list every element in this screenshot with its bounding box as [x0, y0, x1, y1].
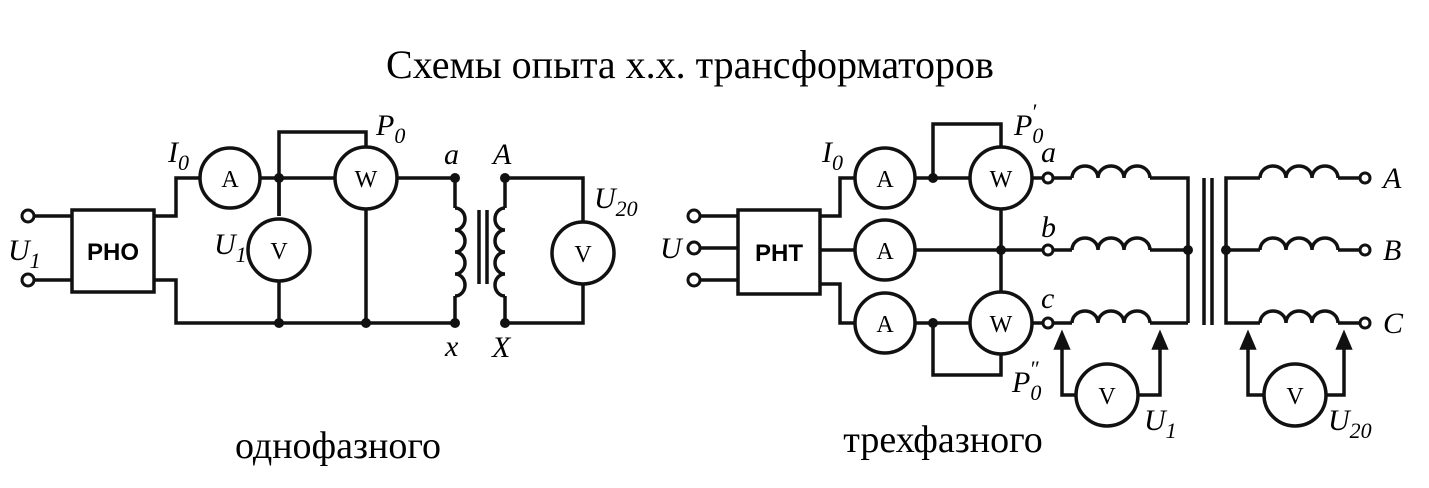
primary-winding-single [454, 206, 467, 298]
regulator-box-rnt [736, 208, 822, 296]
regulator-label: РНО [87, 239, 139, 266]
ammeter-symbol: A [876, 312, 894, 338]
input-terminal-bottom [20, 272, 36, 288]
input-terminal-3 [686, 272, 702, 288]
terminal-A-label: A [491, 138, 512, 171]
terminal-B-label-3ph: B [1383, 234, 1401, 267]
terminal-a-label-3ph: a [1041, 136, 1056, 169]
wattmeter-2-label: P0″ [1011, 356, 1041, 405]
voltmeter-secondary-label-3ph: U20 [1328, 404, 1372, 443]
input-voltage-label-3ph: U [660, 232, 684, 265]
diagram-title: Схемы опыта х.х. трансформаторов [386, 42, 994, 87]
voltmeter-primary-3ph [1074, 362, 1140, 428]
wattmeter-symbol: W [990, 312, 1013, 338]
input-terminal-1 [686, 208, 702, 224]
terminal-c-label-3ph: c [1041, 282, 1054, 315]
voltmeter-primary-label: U1 [214, 228, 247, 267]
voltmeter-secondary-3ph [1262, 362, 1328, 428]
single-phase-caption: однофазного [235, 425, 441, 467]
ammeter-single [198, 146, 262, 210]
primary-terminal-a [1041, 171, 1055, 185]
ammeter-symbol: A [221, 167, 239, 193]
voltmeter-primary-label-3ph: U1 [1144, 404, 1177, 443]
input-terminal-2 [686, 240, 702, 256]
current-label: I0 [167, 136, 189, 175]
wattmeter-symbol: W [355, 167, 378, 193]
terminal-a-label: a [444, 138, 459, 171]
regulator-box-rno [70, 208, 156, 294]
arrow-up-icon [1151, 329, 1169, 350]
voltmeter-symbol: V [574, 242, 592, 268]
secondary-winding-single [493, 206, 506, 298]
ammeter-symbol: A [876, 239, 894, 265]
regulator-label-3ph: РНТ [755, 240, 803, 267]
voltmeter-secondary-single [550, 220, 616, 286]
voltmeter-secondary-label: U20 [594, 182, 638, 221]
arrow-up-icon [1053, 329, 1071, 350]
terminal-C-label-3ph: C [1383, 307, 1404, 340]
wattmeter-symbol: W [990, 167, 1013, 193]
three-phase-caption: трехфазного [843, 419, 1042, 461]
wattmeter-1-label: P0′ [1013, 99, 1043, 148]
arrow-up-icon [1335, 329, 1353, 350]
ammeter-symbol: A [876, 167, 894, 193]
primary-windings-3ph [1053, 164, 1193, 325]
current-label-3ph: I0 [821, 136, 843, 175]
arrow-up-icon [1239, 329, 1257, 350]
terminal-A-label-3ph: A [1381, 162, 1402, 195]
secondary-windings-3ph [1221, 164, 1360, 325]
secondary-terminal-B [1358, 243, 1372, 257]
power-label: P0 [375, 109, 405, 148]
terminal-X-label: X [491, 331, 512, 364]
input-terminal-top [20, 208, 36, 224]
single-phase-circuit: U1 РНО A I0 W P0 V U1 [8, 109, 638, 467]
secondary-terminal-A [1358, 171, 1372, 185]
primary-terminal-b [1041, 243, 1055, 257]
primary-terminal-c [1041, 316, 1055, 330]
terminal-b-label-3ph: b [1041, 211, 1056, 244]
voltmeter-symbol: V [1098, 384, 1116, 410]
three-phase-circuit: U РНТ A A A I0 W W P0′ P0″ [660, 99, 1404, 461]
secondary-terminal-C [1358, 316, 1372, 330]
terminal-x-label: x [444, 330, 459, 363]
input-voltage-label: U1 [8, 234, 41, 273]
voltmeter-symbol: V [270, 239, 288, 265]
voltmeter-symbol: V [1286, 384, 1304, 410]
